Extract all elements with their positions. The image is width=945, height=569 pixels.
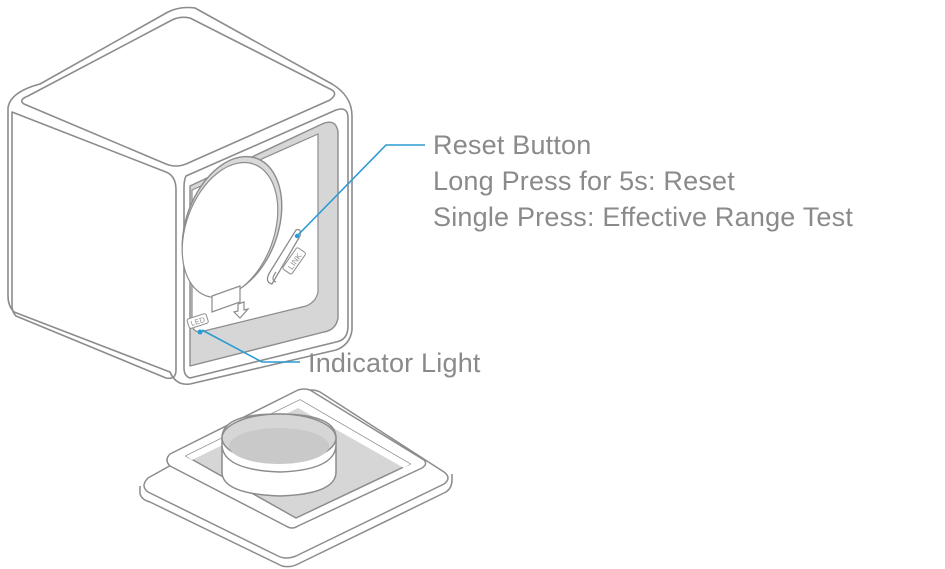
cube-left-face <box>11 111 177 380</box>
indicator-light-title: Indicator Light <box>308 348 481 378</box>
cube-cavity: LINK LED <box>181 121 339 367</box>
reset-button-callout: Reset Button Long Press for 5s: Reset Si… <box>433 127 853 235</box>
leader-lines <box>201 144 425 363</box>
cube-right-face <box>183 108 349 379</box>
cube-top-face <box>20 16 336 167</box>
insert-arrow-icon <box>232 301 250 319</box>
reset-single-press-note: Single Press: Effective Range Test <box>433 202 854 232</box>
mounting-base <box>139 388 453 568</box>
indicator-light <box>197 329 203 335</box>
reset-button <box>266 228 302 285</box>
led-label: LED <box>186 313 209 329</box>
reset-button-title: Reset Button <box>433 130 592 160</box>
indicator-light-callout: Indicator Light <box>308 345 481 381</box>
reset-long-press-note: Long Press for 5s: Reset <box>433 166 735 196</box>
indicator-leader-line <box>201 329 300 363</box>
reset-leader-line <box>296 144 425 237</box>
svg-text:LED: LED <box>190 315 207 328</box>
